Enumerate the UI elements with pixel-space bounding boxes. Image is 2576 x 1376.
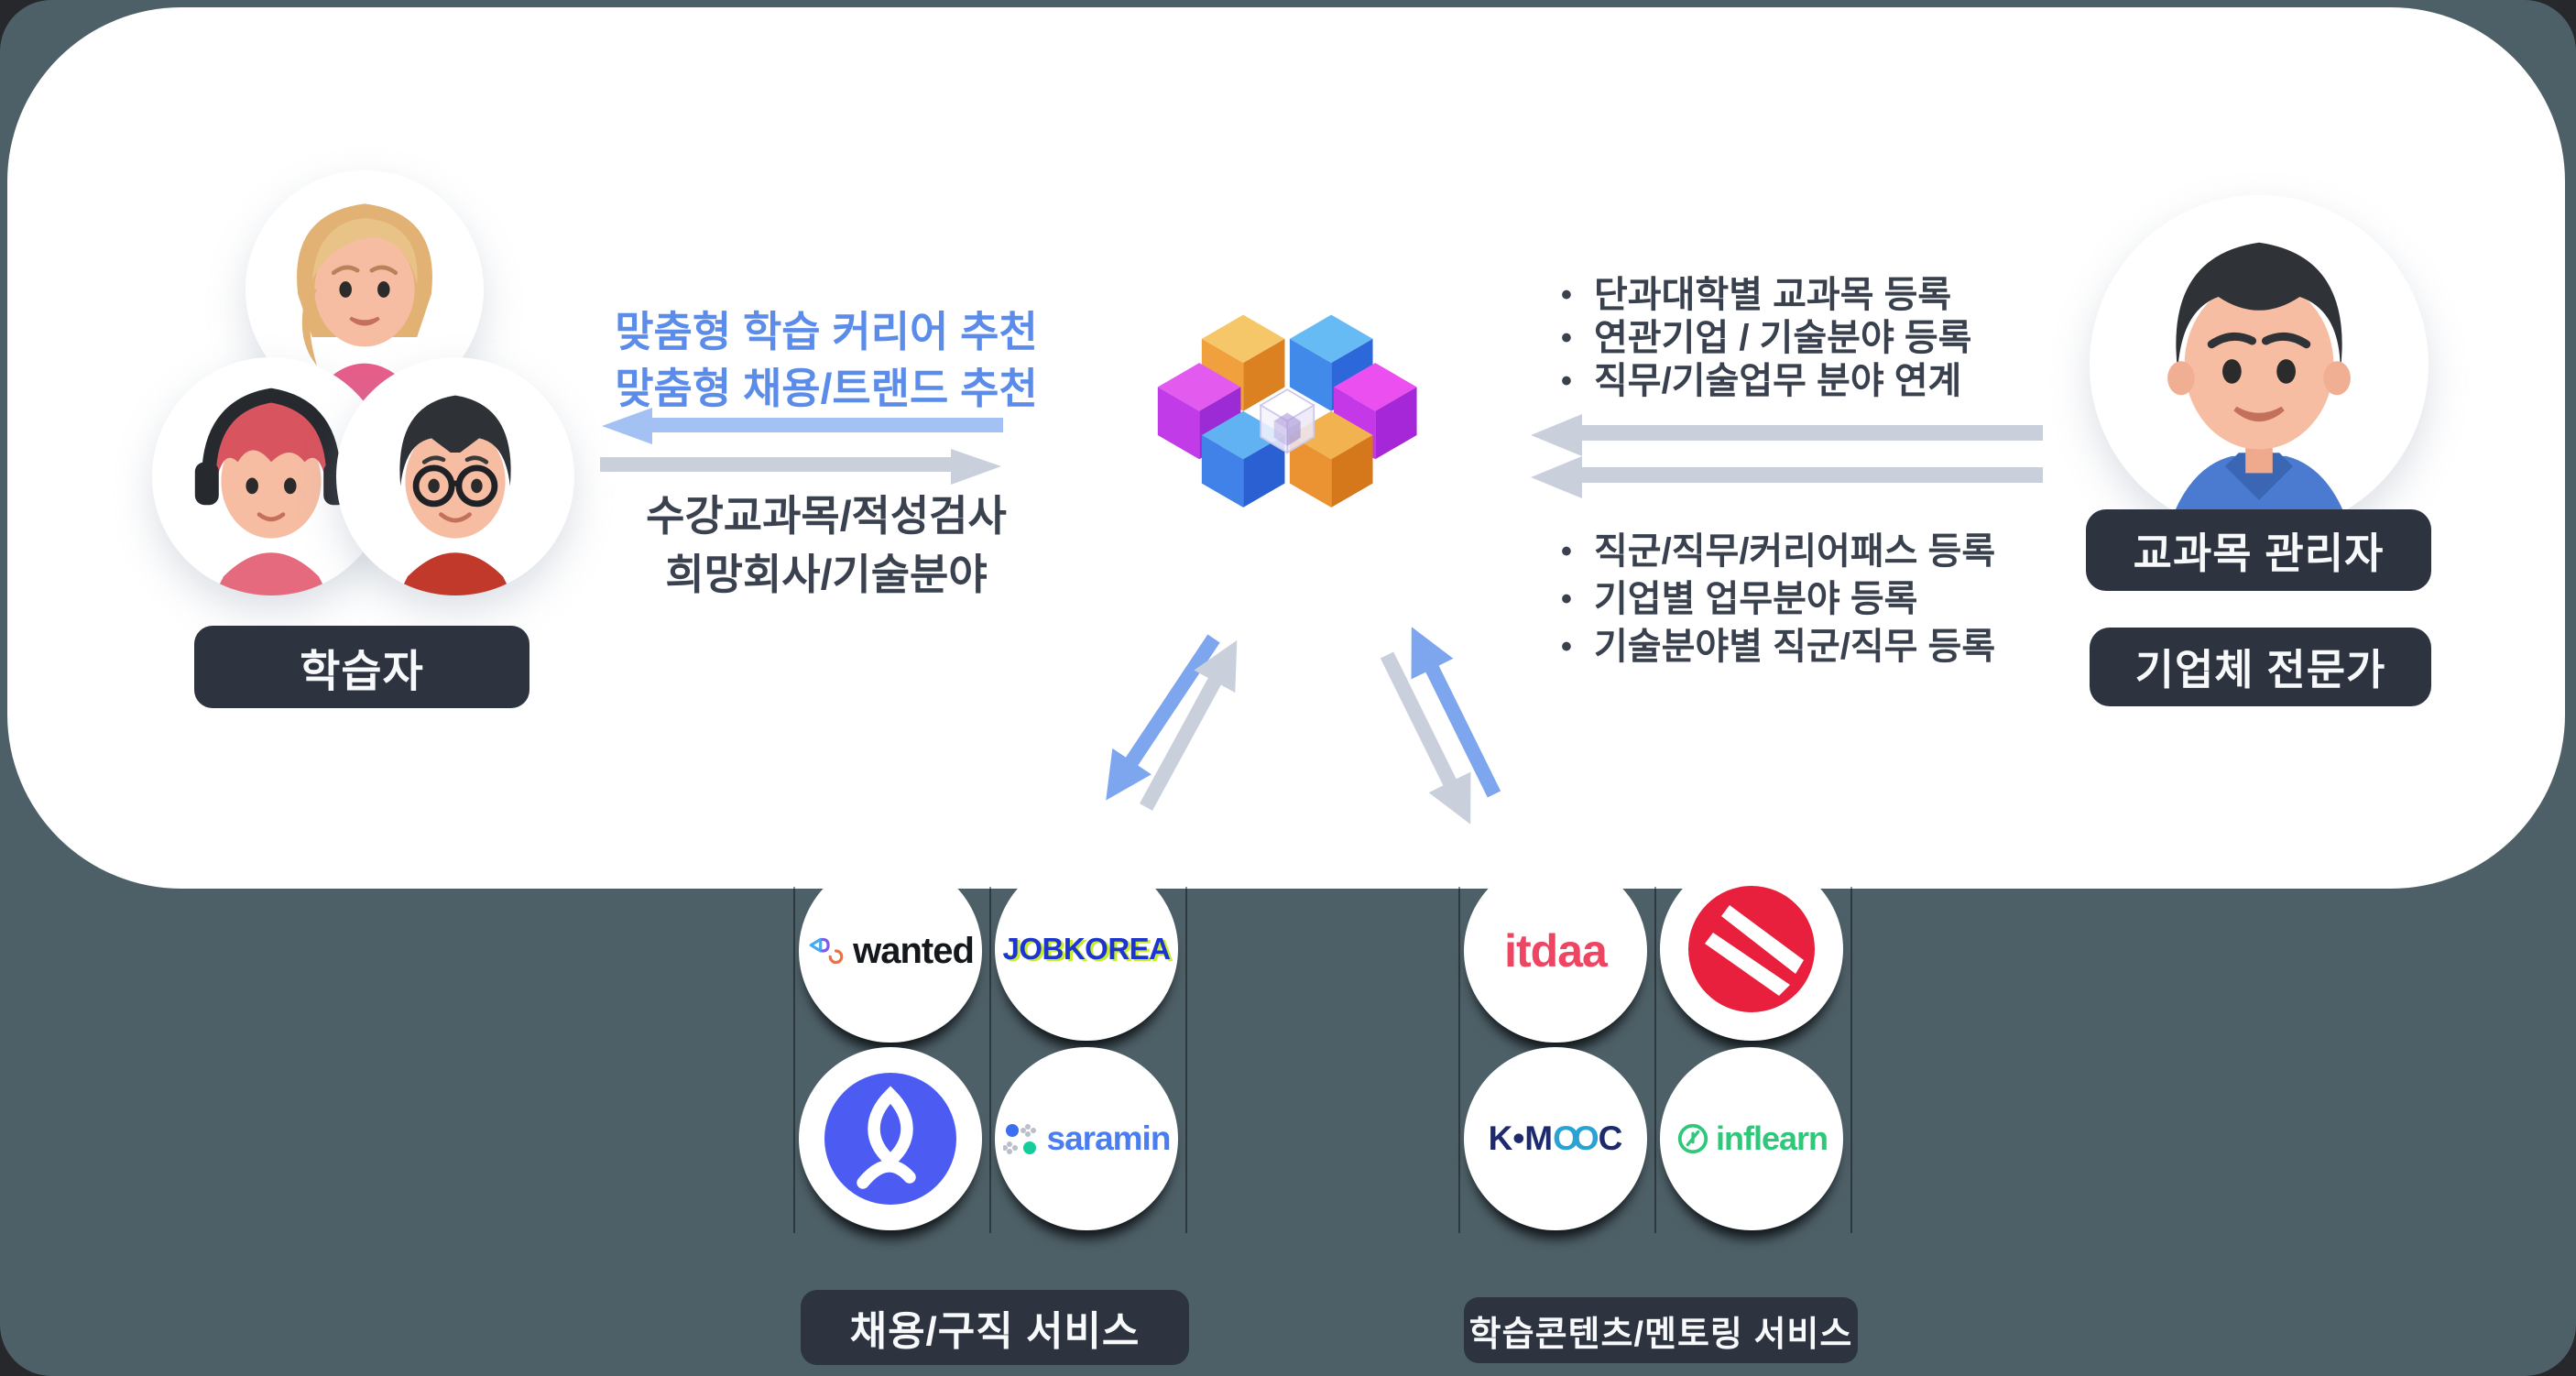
learner-avatar-woman [246, 170, 484, 409]
learner-input-text: 수강교과목/적성검사 희망회사/기술분야 [597, 486, 1055, 604]
arrow-to-platform-icon [600, 449, 1001, 485]
jobkorea-logo: JOBKOREA [995, 857, 1178, 1041]
inflearn-logo: inflearn [1660, 1047, 1843, 1230]
learner-input-line-2: 희망회사/기술분야 [665, 551, 988, 598]
blue-leaf-logo [799, 1047, 982, 1230]
glasses-avatar-icon [398, 395, 513, 595]
arrow-to-learner-icon [602, 408, 1003, 444]
manager-avatar-icon [2164, 242, 2354, 534]
learning-services-label-text: 학습콘텐츠/멘토링 서비스 [1468, 1315, 1853, 1354]
list-item: 단과대학별 교과목 등록 [1557, 274, 1971, 317]
learner-label-text: 학습자 [300, 648, 424, 696]
blue-leaf-mark-icon [824, 1073, 956, 1205]
recommendation-line-1: 맞춤형 학습 커리어 추천 [615, 308, 1038, 355]
expert-label-text: 기업체 전문가 [2134, 646, 2386, 693]
saramin-mark-icon [1002, 1124, 1036, 1154]
inflearn-leaf-icon [1677, 1123, 1708, 1154]
red-slash-mark-icon [1688, 886, 1815, 1012]
itdaa-logo: itdaa [1464, 859, 1647, 1043]
manager-label: 교과목 관리자 [2086, 509, 2431, 591]
list-item: 기업별 업무분야 등록 [1557, 575, 1995, 623]
inflearn-logo-text: inflearn [1715, 1119, 1828, 1157]
learner-label: 학습자 [194, 626, 529, 708]
learner-flow-arrows-icon [600, 408, 1003, 485]
arrow-up-right-gray-icon [1139, 639, 1238, 811]
manager-register-list: 단과대학별 교과목 등록 연관기업 / 기술분야 등록 직무/기술업무 분야 연… [1557, 274, 1971, 403]
kmooc-infinity: OO [1553, 1119, 1599, 1157]
arrow-manager-top-icon [1531, 414, 2043, 456]
learner-input-line-1: 수강교과목/적성검사 [646, 492, 1007, 540]
jobkorea-logo-text: JOBKOREA [1002, 932, 1171, 966]
wanted-logo-text: wanted [853, 930, 975, 971]
expert-label: 기업체 전문가 [2090, 628, 2431, 706]
service-flow-arrows-icon [1106, 627, 1501, 825]
recruit-services-label-text: 채용/구직 서비스 [849, 1309, 1141, 1354]
manager-avatar [2090, 195, 2429, 534]
arrow-manager-bottom-icon [1531, 456, 2043, 498]
list-item: 직군/직무/커리어패스 등록 [1557, 528, 1995, 575]
manager-label-text: 교과목 관리자 [2133, 529, 2385, 577]
tile-divider [793, 887, 795, 1233]
arrow-up-left-blue-icon [1411, 627, 1501, 798]
wanted-logo: wanted [799, 859, 982, 1043]
platform-cubes-logo [1157, 314, 1417, 508]
list-item: 직무/기술업무 분야 연계 [1557, 360, 1971, 403]
red-slash-logo [1660, 857, 1843, 1041]
recommendation-text: 맞춤형 학습 커리어 추천 맞춤형 채용/트랜드 추천 [597, 303, 1055, 417]
tile-divider [1850, 887, 1852, 1233]
saramin-logo: saramin [995, 1047, 1178, 1230]
recruit-services-label: 채용/구직 서비스 [801, 1290, 1189, 1365]
tile-divider [1185, 887, 1187, 1233]
expert-register-list: 직군/직무/커리어패스 등록 기업별 업무분야 등록 기술분야별 직군/직무 등… [1557, 528, 1995, 671]
kmooc-prefix: K•M [1488, 1119, 1554, 1157]
arrow-down-right-gray-icon [1380, 651, 1471, 825]
kmooc-suffix: C [1598, 1119, 1623, 1157]
cube-glass-center-icon [1259, 388, 1315, 454]
recommendation-line-2: 맞춤형 채용/트랜드 추천 [615, 365, 1038, 412]
tile-divider [1654, 887, 1656, 1233]
wanted-mark-icon [809, 937, 844, 965]
learner-avatar-glasses [336, 357, 574, 595]
headphones-avatar-icon [194, 388, 348, 595]
list-item: 기술분야별 직군/직무 등록 [1557, 623, 1995, 671]
tile-divider [989, 887, 991, 1233]
manager-flow-arrows-icon [1531, 414, 2043, 498]
saramin-logo-text: saramin [1046, 1119, 1172, 1157]
itdaa-logo-text: itdaa [1504, 925, 1608, 977]
learning-services-label: 학습콘텐츠/멘토링 서비스 [1464, 1297, 1858, 1363]
tile-divider [1458, 887, 1460, 1233]
list-item: 연관기업 / 기술분야 등록 [1557, 317, 1971, 360]
